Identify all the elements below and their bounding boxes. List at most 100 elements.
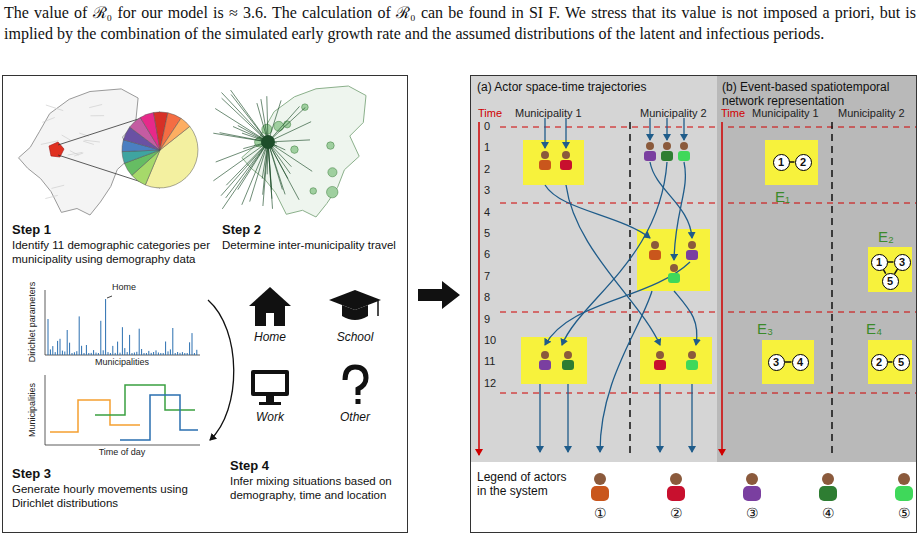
actor-icon <box>742 472 762 502</box>
pie-slice <box>160 118 190 150</box>
time-axis <box>721 122 723 455</box>
actor-trajectory <box>659 384 660 452</box>
panel-a-ground <box>471 76 717 462</box>
column-heading: Municipality 1 <box>752 107 819 119</box>
actor-trajectory <box>674 291 697 345</box>
parameter-spike <box>105 299 106 355</box>
actor-trajectory <box>674 162 685 260</box>
event-label: E₂ <box>878 228 894 245</box>
parameter-spike <box>170 349 171 355</box>
municipality-divider <box>629 122 631 458</box>
actor-number: 2 <box>876 357 882 368</box>
actor-head <box>564 351 572 359</box>
parameter-spike <box>124 348 125 355</box>
parameter-spike <box>117 342 118 355</box>
legend-text: ④ <box>813 505 843 521</box>
icon-label: Home <box>254 330 286 344</box>
event-label: E₄ <box>866 320 882 337</box>
actor-number: 5 <box>898 357 904 368</box>
parameter-spike <box>144 353 145 355</box>
parameter-spike <box>86 345 87 355</box>
actor-trajectory <box>544 118 545 148</box>
parameter-spike <box>180 353 181 355</box>
legend-text: ① <box>585 505 615 521</box>
travel-line <box>268 142 312 171</box>
travel-hub <box>261 135 275 149</box>
municipality-border <box>83 141 94 144</box>
actor-body <box>644 151 656 161</box>
actor-trajectory <box>600 291 652 452</box>
period-line <box>500 312 716 313</box>
house-door <box>266 313 274 326</box>
step-description: Generate hourly movements using Dirichle… <box>12 482 222 510</box>
parameter-spike <box>88 353 89 355</box>
parameter-spike <box>127 352 128 355</box>
axis-title: Time <box>478 107 502 119</box>
event-label: E₃ <box>757 320 773 337</box>
travel-line <box>226 142 268 198</box>
parameter-spike <box>146 353 147 355</box>
parameter-spike <box>175 353 176 355</box>
contact-circle: 1 <box>773 154 790 171</box>
parameter-spike <box>50 349 51 355</box>
column-heading: Municipality 2 <box>640 107 707 119</box>
tick-number: 0 <box>484 120 490 132</box>
parameter-spike <box>74 352 75 355</box>
tick-number: 7 <box>484 270 490 282</box>
actor-body <box>539 360 551 370</box>
step-heading: Step 3 <box>12 466 212 481</box>
municipality-border <box>46 105 63 111</box>
municipality-border <box>51 185 64 188</box>
event-box-fill <box>868 340 912 384</box>
house-body <box>255 304 285 326</box>
municipality-border <box>90 115 104 116</box>
parameter-spike <box>84 353 85 355</box>
axis-label: Municipalities <box>95 357 149 367</box>
actor-head <box>746 473 758 485</box>
step-heading: Step 4 <box>230 458 400 473</box>
parameter-spike <box>62 351 63 355</box>
parameter-spike <box>141 349 142 355</box>
actor-number: 1 <box>876 257 882 268</box>
actor-body <box>654 360 666 370</box>
parameter-spike <box>177 352 178 355</box>
contact-circle: 2 <box>871 354 888 371</box>
actor-head <box>670 264 678 272</box>
period-line <box>728 312 916 313</box>
step-heading: Step 1 <box>12 222 212 237</box>
actor-icon <box>818 472 838 502</box>
actor-body <box>562 360 574 370</box>
annotation: Home <box>112 282 136 292</box>
travel-line <box>222 142 268 209</box>
period-line <box>500 393 716 394</box>
actor-trajectory <box>567 384 568 452</box>
parameter-spike <box>76 351 77 355</box>
step-description: Identify 11 demographic categories per m… <box>12 238 217 266</box>
travel-line <box>222 98 268 142</box>
actor-body <box>539 160 551 170</box>
travel-line <box>231 90 268 142</box>
parameter-spike <box>136 352 137 355</box>
travel-line <box>268 106 300 142</box>
axis-title: Time <box>721 107 745 119</box>
parameter-spike <box>134 353 135 356</box>
actor-head <box>688 241 696 249</box>
actor-trajectory <box>539 384 540 452</box>
contact-edge <box>895 269 898 274</box>
actor-number: 1 <box>778 157 784 168</box>
parameter-spike <box>165 342 166 356</box>
parameter-spike <box>160 353 161 355</box>
contact-edge <box>888 361 893 363</box>
parameter-spike <box>196 350 197 355</box>
parameter-spike <box>98 353 99 355</box>
municipality-region <box>327 142 335 150</box>
axis-label: Dirichlet parameters <box>27 282 37 363</box>
contact-edge <box>888 261 894 263</box>
event-box: E₁12 <box>765 140 818 185</box>
contact-circle: 4 <box>792 354 809 371</box>
municipality-region <box>328 168 337 177</box>
parameter-spike <box>79 316 80 355</box>
step-heading: Step 2 <box>222 222 402 237</box>
travel-line <box>268 142 282 190</box>
legend-swatch <box>743 486 761 501</box>
